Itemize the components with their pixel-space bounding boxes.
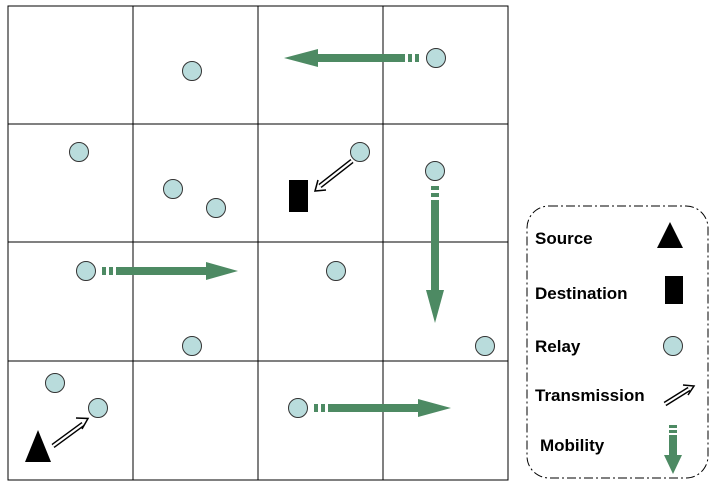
- legend-transmission-icon: [663, 384, 696, 407]
- mobility-arrow-down: [426, 186, 444, 323]
- relay-node: [163, 179, 183, 199]
- legend-label-transmission: Transmission: [535, 386, 645, 405]
- legend-relay-icon: [663, 336, 683, 356]
- mobility-arrow-right: [314, 399, 451, 417]
- relay-node: [425, 161, 445, 181]
- legend-label-mobility: Mobility: [540, 436, 605, 455]
- legend-label-relay: Relay: [535, 337, 581, 356]
- transmission-arrow: [51, 417, 90, 449]
- relay-node: [69, 142, 89, 162]
- legend-source-icon: [657, 222, 683, 248]
- destination-node: [289, 180, 308, 212]
- relay-nodes: [45, 48, 495, 418]
- relay-node: [182, 336, 202, 356]
- relay-node: [45, 373, 65, 393]
- relay-node: [182, 61, 202, 81]
- legend-mobility-icon: [664, 425, 682, 474]
- relay-node: [426, 48, 446, 68]
- relay-node: [475, 336, 495, 356]
- transmission-arrow: [313, 159, 354, 192]
- grid: [7, 5, 509, 481]
- relay-node: [326, 261, 346, 281]
- legend-destination-icon: [665, 276, 683, 304]
- source-node: [25, 430, 51, 462]
- relay-node: [206, 198, 226, 218]
- mobility-arrow-left: [284, 49, 419, 67]
- legend-label-destination: Destination: [535, 284, 628, 303]
- legend-box: [526, 205, 709, 479]
- mobility-arrow-right: [102, 262, 238, 280]
- relay-node: [288, 398, 308, 418]
- relay-node: [350, 142, 370, 162]
- relay-node: [76, 261, 96, 281]
- legend-label-source: Source: [535, 229, 593, 248]
- relay-node: [88, 398, 108, 418]
